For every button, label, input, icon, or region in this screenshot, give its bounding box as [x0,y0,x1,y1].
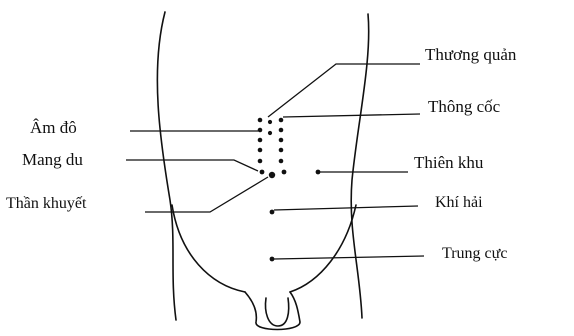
point-left-column-2 [258,128,263,133]
leader-lines [126,64,424,259]
point-left-column-4 [258,148,263,153]
label-thuong-quan: Thương quản [425,45,517,64]
right-hip-curve [290,205,356,292]
leader-thuong-quan [268,64,420,117]
point-khi-hai [270,210,275,215]
point-right-column-2 [279,128,284,133]
left-torso-contour [157,12,176,320]
point-left-column-5 [258,159,263,164]
point-left-column-3 [258,138,263,143]
leader-trung-cuc [274,256,424,259]
point-thien-khu [316,170,321,175]
left-hip-curve [172,205,245,292]
point-right-column-1 [279,118,284,123]
point-right-column-5 [279,159,284,164]
point-trung-cuc [270,257,275,262]
point-umbilicus [269,172,275,178]
point-umbilicus-left [260,170,265,175]
leader-thong-coc [283,114,420,117]
label-mang-du: Mang du [22,150,83,169]
groin-inner-shape [266,298,289,326]
point-mid-2 [268,131,272,135]
label-thien-khu: Thiên khu [414,153,484,172]
point-right-column-4 [279,148,284,153]
point-right-column-3 [279,138,284,143]
acupoints [258,118,321,262]
point-mid-1 [268,120,272,124]
label-than-khuyet: Thần khuyết [6,195,87,212]
leader-than-khuyet [145,177,268,212]
label-khi-hai: Khí hải [435,194,483,211]
point-left-column-1 [258,118,263,123]
point-umbilicus-right [282,170,287,175]
leader-khi-hai [274,206,418,210]
leader-mang-du [126,160,258,171]
label-trung-cuc: Trung cực [442,245,507,262]
right-torso-contour [351,14,369,318]
labels: Thương quản Thông cốc Âm đô Mang du Thiê… [6,45,517,262]
label-am-do: Âm đô [30,118,77,137]
label-thong-coc: Thông cốc [428,97,501,116]
